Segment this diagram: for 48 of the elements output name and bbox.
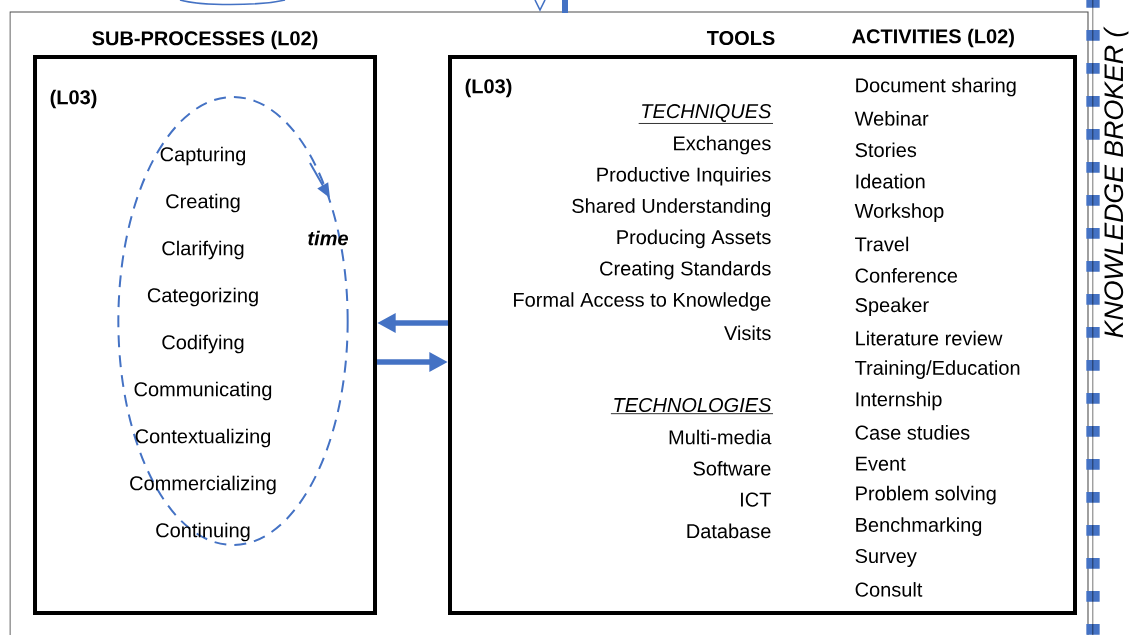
- list-item: Consult: [855, 582, 923, 597]
- process-box: [448, 28, 1077, 615]
- process-box: [33, 30, 377, 615]
- list-item: Internship: [856, 391, 942, 411]
- column-heading: TOOLS: [706, 30, 775, 46]
- list-item: Travel: [855, 236, 909, 252]
- list-item: Creating Standards: [600, 260, 771, 280]
- list-item: Stories: [855, 142, 917, 158]
- list-item: Software: [693, 460, 771, 476]
- section-heading: SUB-PROCESSES (L02): [92, 30, 318, 50]
- list-item: ICT: [741, 492, 771, 507]
- list-item: Capturing: [160, 146, 246, 166]
- list-item: Clarifying: [162, 240, 244, 260]
- list-item: Exchanges: [674, 135, 771, 155]
- list-item: Survey: [855, 548, 917, 568]
- list-item: Communicating: [134, 381, 272, 401]
- list-item: Contextualizing: [135, 428, 271, 448]
- list-item: Case studies: [855, 425, 970, 440]
- list-item: Producing Assets: [617, 229, 771, 249]
- list-item: Continuing: [156, 522, 250, 542]
- list-item: Document sharing: [856, 77, 1016, 97]
- list-item: Webinar: [854, 111, 929, 126]
- list-item: Shared Understanding: [572, 198, 771, 217]
- list-item: Creating: [166, 193, 240, 213]
- list-item: Conference: [855, 268, 958, 283]
- list-item: Formal Access to Knowledge: [514, 292, 771, 311]
- time-label: time: [308, 230, 348, 246]
- list-item: Problem solving: [856, 485, 996, 505]
- list-item: Codifying: [162, 334, 244, 354]
- list-item: Speaker: [855, 297, 929, 317]
- level-label: (L03): [50, 89, 97, 109]
- category-heading: TECHNIQUES: [638, 104, 774, 124]
- category-heading: TECHNOLOGIES: [610, 397, 774, 415]
- list-item: Productive Inquiries: [597, 167, 771, 186]
- level-label: (L03): [465, 78, 512, 98]
- list-item: Workshop: [854, 203, 944, 222]
- list-item: Training/Education: [855, 360, 1020, 379]
- list-item: Visits: [724, 325, 771, 341]
- list-item: Event: [856, 456, 906, 471]
- list-item: Commercializing: [130, 475, 276, 495]
- list-item: Benchmarking: [856, 517, 982, 536]
- list-item: Literature review: [856, 330, 1003, 346]
- side-label: KNOWLEDGE BROKER (: [1103, 26, 1129, 338]
- list-item: Database: [687, 523, 771, 539]
- list-item: Multi-media: [669, 429, 772, 445]
- list-item: Categorizing: [147, 287, 258, 307]
- column-heading: ACTIVITIES (L02): [852, 28, 1014, 48]
- list-item: Ideation: [856, 173, 925, 189]
